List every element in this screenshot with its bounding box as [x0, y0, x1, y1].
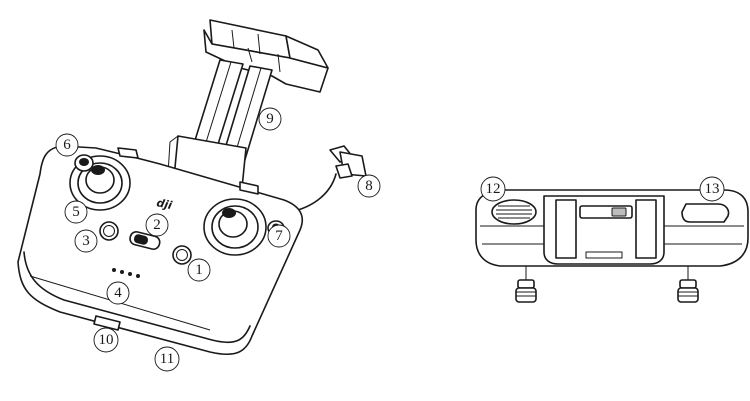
svg-text:8: 8 — [365, 178, 373, 194]
svg-text:13: 13 — [705, 181, 720, 197]
callout-12: 12 — [480, 176, 506, 202]
right-stick-post — [677, 266, 699, 303]
dji-logo: dji — [155, 196, 173, 212]
battery-level-leds — [112, 268, 140, 278]
svg-text:4: 4 — [114, 285, 122, 301]
callout-9: 9 — [258, 107, 282, 131]
controller-front-view: dji — [17, 19, 367, 356]
svg-text:7: 7 — [275, 228, 283, 244]
controller-top-view — [475, 189, 749, 303]
svg-text:5: 5 — [72, 204, 80, 220]
svg-text:1: 1 — [195, 262, 203, 278]
callout-3: 3 — [74, 229, 98, 253]
mode-switch — [129, 231, 161, 250]
callout-5: 5 — [64, 200, 88, 224]
right-button — [172, 245, 192, 265]
left-dial — [491, 199, 537, 225]
rc-cable — [289, 145, 367, 213]
callout-11: 11 — [154, 346, 180, 372]
right-shoulder-button — [681, 203, 730, 223]
callout-6: 6 — [55, 133, 79, 157]
right-control-stick — [203, 198, 267, 256]
phone-holder — [167, 19, 329, 189]
svg-text:10: 10 — [99, 332, 114, 348]
callout-2: 2 — [145, 213, 169, 237]
svg-text:9: 9 — [266, 111, 274, 127]
left-button — [99, 221, 119, 241]
controller-body — [17, 145, 304, 356]
callout-1: 1 — [187, 258, 211, 282]
callout-8: 8 — [357, 174, 381, 198]
svg-text:2: 2 — [153, 217, 161, 233]
callout-10: 10 — [93, 327, 119, 353]
callout-13: 13 — [699, 176, 725, 202]
callout-4: 4 — [106, 281, 130, 305]
svg-text:6: 6 — [63, 137, 71, 153]
callout-7: 7 — [267, 224, 291, 248]
svg-text:12: 12 — [486, 181, 501, 197]
left-stick-post — [515, 266, 537, 303]
svg-text:3: 3 — [82, 233, 90, 249]
svg-text:11: 11 — [160, 351, 174, 367]
